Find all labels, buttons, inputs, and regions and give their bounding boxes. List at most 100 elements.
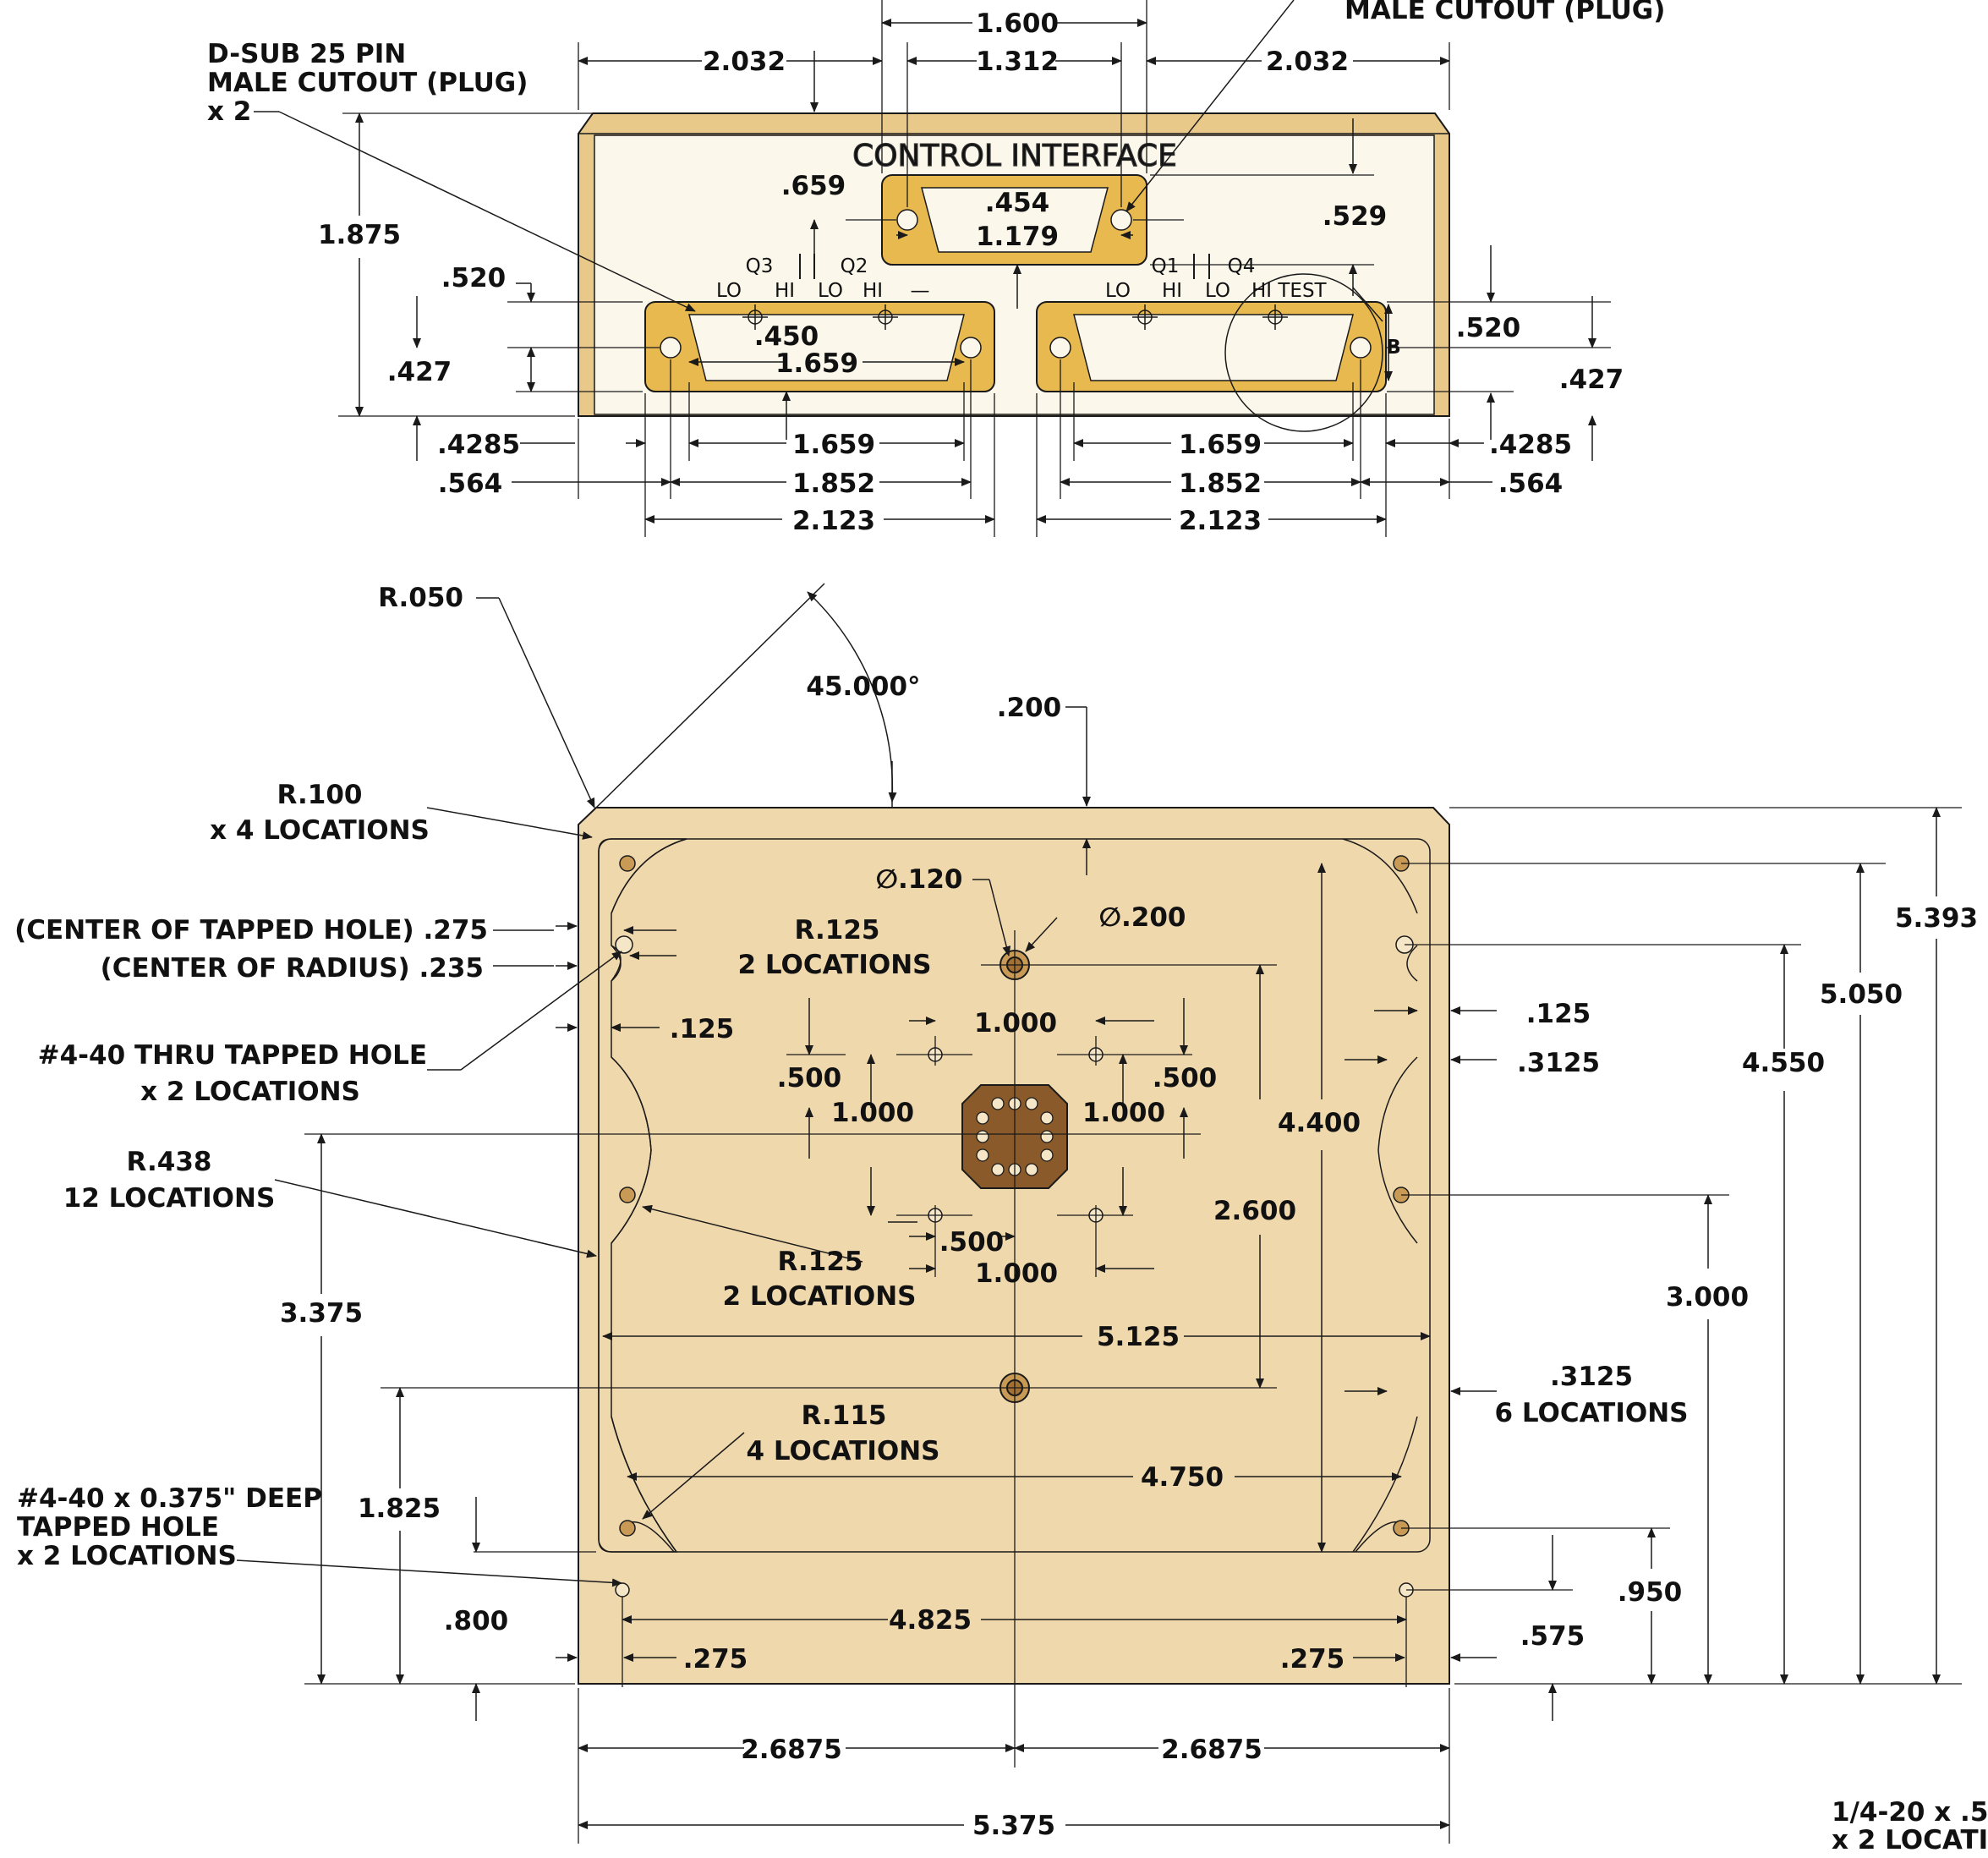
- label-partial-note-line2: x 2 LOCATI: [1832, 1825, 1988, 1855]
- bottom-view: R.050 45.000° .200 R.100 x 4 LOCATIONS (…: [14, 583, 1988, 1855]
- label-deep-tapped-line3: x 2 LOCATIONS: [17, 1541, 237, 1571]
- dim-4825: 4.825: [889, 1605, 972, 1636]
- mount-hole: [1049, 337, 1071, 359]
- callout-dsub25-line3: x 2: [207, 96, 251, 127]
- label-r100-line2: x 4 LOCATIONS: [210, 815, 430, 846]
- dim-4550: 4.550: [1742, 1048, 1825, 1078]
- label-r438-line1: R.438: [127, 1147, 212, 1177]
- dim-1659-right: 1.659: [1179, 430, 1262, 460]
- dim-1852-left: 1.852: [792, 469, 875, 499]
- dim-520-left: .520: [441, 263, 507, 293]
- dim-26875-left: 2.6875: [741, 1735, 842, 1765]
- label-r100-line1: R.100: [277, 780, 363, 810]
- callout-dsub25-line1: D-SUB 25 PIN: [207, 39, 406, 69]
- dim-659: .659: [781, 171, 846, 201]
- dim-2600: 2.600: [1213, 1196, 1296, 1226]
- dim-575: .575: [1520, 1621, 1585, 1652]
- dim-2032-left: 2.032: [703, 47, 786, 77]
- label-angle-45: 45.000°: [806, 671, 920, 702]
- dim-4400: 4.400: [1278, 1108, 1361, 1138]
- label-r125-a-line1: R.125: [795, 915, 880, 945]
- dim-500-left: .500: [777, 1063, 842, 1093]
- label-r115-line2: 4 LOCATIONS: [746, 1436, 939, 1466]
- thru-tapped-hole: [615, 935, 633, 954]
- switch-label-dash: —: [911, 280, 930, 302]
- dim-275-right: .275: [1280, 1644, 1345, 1674]
- base-plate: [578, 807, 1450, 1685]
- label-partial-note-line1: 1/4-20 x .58: [1832, 1797, 1988, 1828]
- dim-1000-right: 1.000: [1082, 1098, 1165, 1128]
- callout-right-partial: MALE CUTOUT (PLUG): [1345, 0, 1665, 25]
- switch-label-lo: LO: [1205, 280, 1230, 302]
- dim-1179: 1.179: [976, 222, 1059, 252]
- switch-label-q1: Q1: [1152, 255, 1180, 277]
- dim-1000-bottom: 1.000: [975, 1258, 1058, 1289]
- label-r125-b-line2: 2 LOCATIONS: [722, 1281, 916, 1312]
- dim-1659-left: 1.659: [792, 430, 875, 460]
- panel-title: CONTROL INTERFACE: [852, 139, 1177, 173]
- label-3125-6-line2: 6 LOCATIONS: [1494, 1398, 1688, 1428]
- dim-500-bottom: .500: [939, 1227, 1005, 1258]
- dim-520-right: .520: [1456, 313, 1521, 343]
- dim-2123-right: 2.123: [1179, 506, 1262, 536]
- label-r438-line2: 12 LOCATIONS: [63, 1183, 276, 1214]
- dim-950: .950: [1618, 1577, 1683, 1608]
- dim-427-left: .427: [387, 357, 452, 387]
- label-thru-tapped-line2: x 2 LOCATIONS: [140, 1077, 360, 1107]
- mount-hole: [660, 337, 682, 359]
- dim-4750: 4.750: [1141, 1462, 1224, 1493]
- dim-1000-top: 1.000: [974, 1008, 1057, 1039]
- mount-hole: [1110, 209, 1132, 231]
- dim-5050: 5.050: [1820, 979, 1903, 1010]
- switch-label-lo: LO: [818, 280, 843, 302]
- label-deep-tapped-line2: TAPPED HOLE: [17, 1512, 219, 1543]
- dim-200-top: .200: [997, 693, 1062, 723]
- dim-1000-left: 1.000: [831, 1098, 914, 1128]
- switch-label-q4: Q4: [1228, 255, 1256, 277]
- dim-3000: 3.000: [1666, 1282, 1749, 1313]
- dsub-cutout-right: [1036, 301, 1387, 392]
- dim-125-right: .125: [1526, 999, 1591, 1029]
- dim-1852-right: 1.852: [1179, 469, 1262, 499]
- label-deep-tapped-line1: #4-40 x 0.375" DEEP: [17, 1483, 322, 1514]
- dim-454: .454: [985, 188, 1050, 218]
- dim-3375: 3.375: [280, 1298, 363, 1329]
- dim-4285-left: .4285: [437, 430, 520, 460]
- dsub-cutout-center: [881, 174, 1147, 266]
- dim-5125: 5.125: [1097, 1322, 1180, 1352]
- dim-125-left: .125: [670, 1014, 735, 1044]
- dim-3125-right: .3125: [1517, 1048, 1600, 1078]
- dim-1659-inner: 1.659: [775, 348, 858, 379]
- dim-1875: 1.875: [318, 220, 401, 250]
- switch-label-hi: HI: [863, 280, 883, 302]
- dim-2032-right: 2.032: [1266, 47, 1349, 77]
- label-r050: R.050: [378, 583, 463, 613]
- dim-275-left: .275: [683, 1644, 748, 1674]
- label-thru-tapped-line1: #4-40 THRU TAPPED HOLE: [38, 1040, 427, 1071]
- dim-564-right: .564: [1498, 469, 1564, 499]
- dim-564-left: .564: [438, 469, 503, 499]
- switch-label-hi: HI: [1251, 280, 1272, 302]
- label-dia120: ∅.120: [875, 864, 962, 895]
- deep-tapped-hole: [615, 1582, 630, 1598]
- switch-label-q2: Q2: [841, 255, 868, 277]
- label-center-radius: (CENTER OF RADIUS) .235: [101, 953, 484, 984]
- dsub-cutout-left: [644, 301, 995, 392]
- detail-circle: [1224, 273, 1383, 432]
- label-r115-line1: R.115: [802, 1400, 887, 1431]
- mount-hole: [896, 209, 918, 231]
- label-dia200: ∅.200: [1098, 902, 1186, 933]
- dim-1825: 1.825: [358, 1494, 441, 1524]
- dim-1312: 1.312: [976, 47, 1059, 77]
- switch-label-test: TEST: [1277, 280, 1327, 302]
- label-r125-b-line1: R.125: [778, 1247, 863, 1277]
- switch-label-hi: HI: [1162, 280, 1182, 302]
- callout-dsub25-line2: MALE CUTOUT (PLUG): [207, 68, 528, 98]
- dim-450: .450: [754, 321, 819, 352]
- switch-holes: [742, 273, 1383, 432]
- dim-5375: 5.375: [972, 1811, 1055, 1841]
- switch-label-hi: HI: [775, 280, 795, 302]
- label-3125-6-line1: .3125: [1550, 1362, 1633, 1392]
- dim-2123-left: 2.123: [792, 506, 875, 536]
